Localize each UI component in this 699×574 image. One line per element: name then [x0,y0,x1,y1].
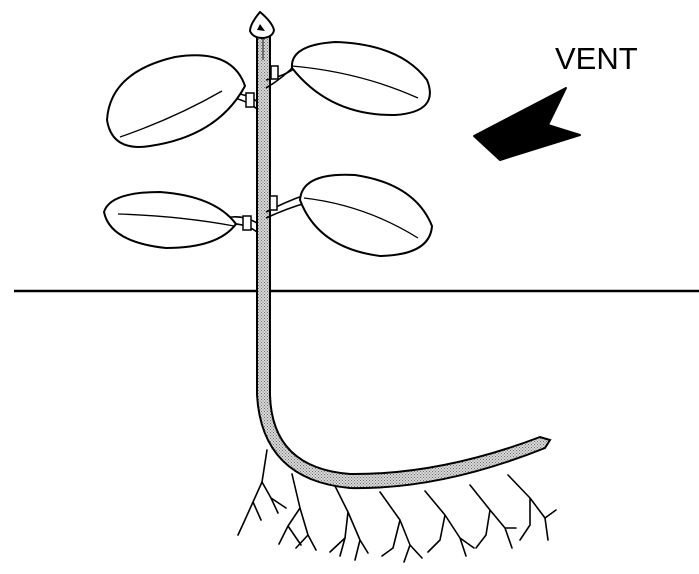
arrow-down-left-icon [474,88,580,160]
leaf-lower-right [300,175,432,256]
wind-label: VENT [555,41,638,76]
leaf-upper-right [292,42,430,115]
leaf-upper-left [107,55,245,147]
leaf-lower-left [104,192,236,248]
terminal-bud [250,12,274,38]
plant-roots [238,450,556,562]
